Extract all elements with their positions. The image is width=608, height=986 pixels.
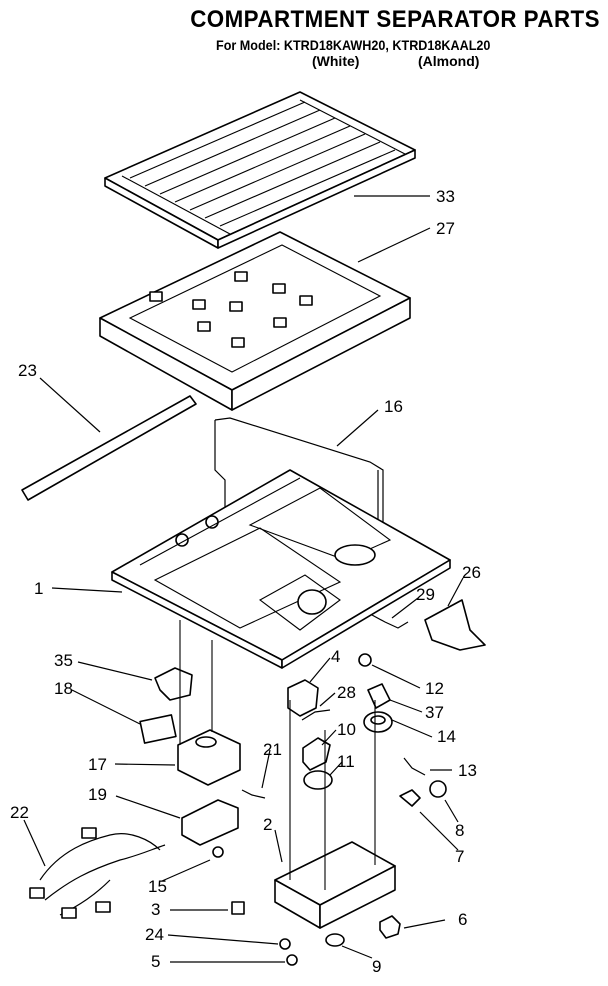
callout-18: 18 — [54, 679, 73, 698]
model-line: For Model: KTRD18KAWH20, KTRD18KAAL20 — [216, 37, 491, 53]
callout-7: 7 — [455, 847, 464, 866]
callout-1: 1 — [34, 579, 43, 598]
part-7-socket — [399, 789, 421, 807]
part-11-damper — [303, 770, 333, 790]
callout-26: 26 — [462, 563, 481, 582]
callout-13: 13 — [458, 761, 477, 780]
callout-23: 23 — [18, 361, 37, 380]
part-24-screw — [279, 938, 291, 950]
callout-24: 24 — [145, 925, 164, 944]
part-26-cover — [424, 599, 486, 651]
callout-37: 37 — [425, 703, 444, 722]
callout-3: 3 — [151, 900, 160, 919]
callout-4: 4 — [331, 647, 340, 666]
page-title: COMPARTMENT SEPARATOR PARTS — [190, 6, 600, 33]
part-2-control-box — [274, 700, 396, 929]
part-27-tray-frame — [99, 231, 411, 411]
callout-8: 8 — [455, 821, 464, 840]
part-37-clip — [367, 683, 391, 709]
part-29-wire — [371, 614, 409, 629]
callout-5: 5 — [151, 952, 160, 971]
callout-35: 35 — [54, 651, 73, 670]
part-17-control-housing — [177, 620, 241, 786]
callout-22: 22 — [10, 803, 29, 822]
callout-19: 19 — [88, 785, 107, 804]
part-1-separator-pan — [111, 469, 451, 669]
part-8-bulb — [429, 780, 447, 798]
part-22-wire-harness — [29, 827, 166, 919]
callout-14: 14 — [437, 727, 456, 746]
part-16-heater-loop — [214, 420, 226, 520]
part-3-connector — [231, 901, 245, 915]
part-9-foot — [325, 933, 345, 947]
part-5-screw — [286, 954, 298, 966]
leader-lines — [23, 195, 464, 963]
callout-labels: 33 27 23 16 1 26 29 35 4 12 18 28 37 10 … — [10, 187, 481, 976]
callout-16: 16 — [384, 397, 403, 416]
callout-6: 6 — [458, 910, 467, 929]
callout-11: 11 — [337, 752, 355, 771]
callout-21: 21 — [263, 740, 282, 759]
callout-10: 10 — [337, 720, 356, 739]
callout-9: 9 — [372, 957, 381, 976]
callout-33: 33 — [436, 187, 455, 206]
callout-15: 15 — [148, 877, 167, 896]
part-23-trim-strip — [21, 395, 197, 501]
part-21-clip — [241, 789, 266, 799]
part-18-grommet — [139, 714, 177, 744]
part-15-screw — [212, 846, 224, 858]
part-4-thermostat — [287, 679, 319, 717]
part-12-screw — [358, 653, 372, 667]
callout-12: 12 — [425, 679, 444, 698]
callout-28: 28 — [337, 683, 356, 702]
part-33-shelf-grille — [104, 91, 416, 249]
part-13-wire — [403, 757, 426, 776]
callout-27: 27 — [436, 219, 455, 238]
part-10-switch — [302, 737, 331, 771]
color-almond-label: (Almond) — [418, 53, 480, 69]
callout-17: 17 — [88, 755, 107, 774]
part-19-bracket — [181, 799, 239, 846]
color-white-label: (White) — [312, 53, 360, 69]
part-28-clip — [301, 709, 331, 721]
part-6-connector — [379, 915, 401, 939]
callout-29: 29 — [416, 585, 435, 604]
part-35-clip — [154, 667, 193, 701]
callout-2: 2 — [263, 815, 272, 834]
